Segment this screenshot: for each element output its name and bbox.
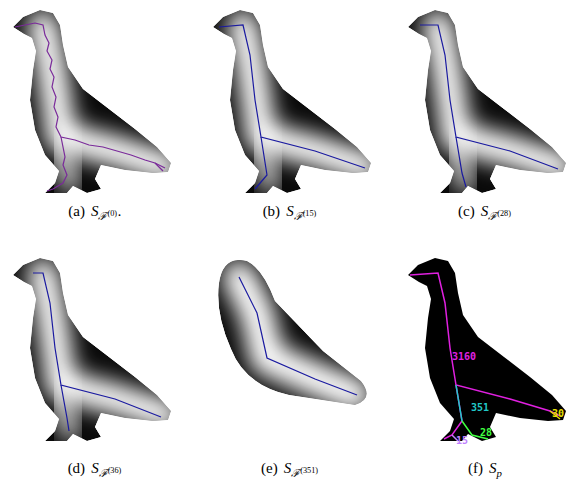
caption-index: p	[497, 467, 502, 479]
caption-symbol: S	[91, 203, 99, 219]
pigeon-panel-b	[213, 10, 371, 193]
pigeon-panel-d	[13, 258, 171, 441]
panel-caption: (c) Sℱ(28)	[458, 203, 512, 223]
caption-index: ℱ	[98, 210, 107, 222]
caption-index: ℱ	[294, 210, 303, 222]
caption-index: (0)	[107, 209, 117, 218]
panel-tag: (a)	[68, 203, 85, 219]
caption-index: (15)	[303, 209, 317, 218]
panel-tag: (d)	[68, 460, 86, 476]
callout-number: 3160	[452, 352, 476, 362]
callout-number: 30	[552, 409, 564, 419]
pigeon-panel-e	[218, 260, 367, 405]
panel-tag: (c)	[458, 203, 475, 219]
panel-caption: (e) Sℱ(351)	[261, 460, 319, 480]
callout-number: 28	[480, 428, 492, 438]
caption-symbol: S	[91, 460, 99, 476]
caption-index: ℱ	[488, 210, 497, 222]
panel-caption: (f) Sp	[468, 460, 502, 479]
caption-index: ℱ	[291, 467, 300, 479]
caption-symbol: S	[489, 460, 497, 476]
caption-index: ℱ	[99, 467, 108, 479]
panel-tag: (e)	[261, 460, 278, 476]
pigeon-panel-c	[408, 10, 566, 193]
caption-symbol: S	[284, 460, 292, 476]
panel-caption: (a) Sℱ(0).	[68, 203, 122, 223]
caption-symbol: S	[286, 203, 294, 219]
callout-number: 351	[471, 403, 489, 413]
panel-caption: (b) Sℱ(15)	[263, 203, 318, 223]
caption-symbol: .	[118, 203, 122, 219]
caption-index: (36)	[108, 466, 122, 475]
panel-tag: (f)	[468, 460, 483, 476]
pigeon-panel-f	[408, 258, 566, 441]
panel-caption: (d) Sℱ(36)	[68, 460, 123, 480]
caption-index: (351)	[300, 466, 318, 475]
panel-tag: (b)	[263, 203, 281, 219]
pigeon-panel-a	[13, 10, 171, 193]
caption-symbol: S	[481, 203, 489, 219]
caption-index: (28)	[497, 209, 511, 218]
callout-number: 15	[456, 436, 468, 446]
